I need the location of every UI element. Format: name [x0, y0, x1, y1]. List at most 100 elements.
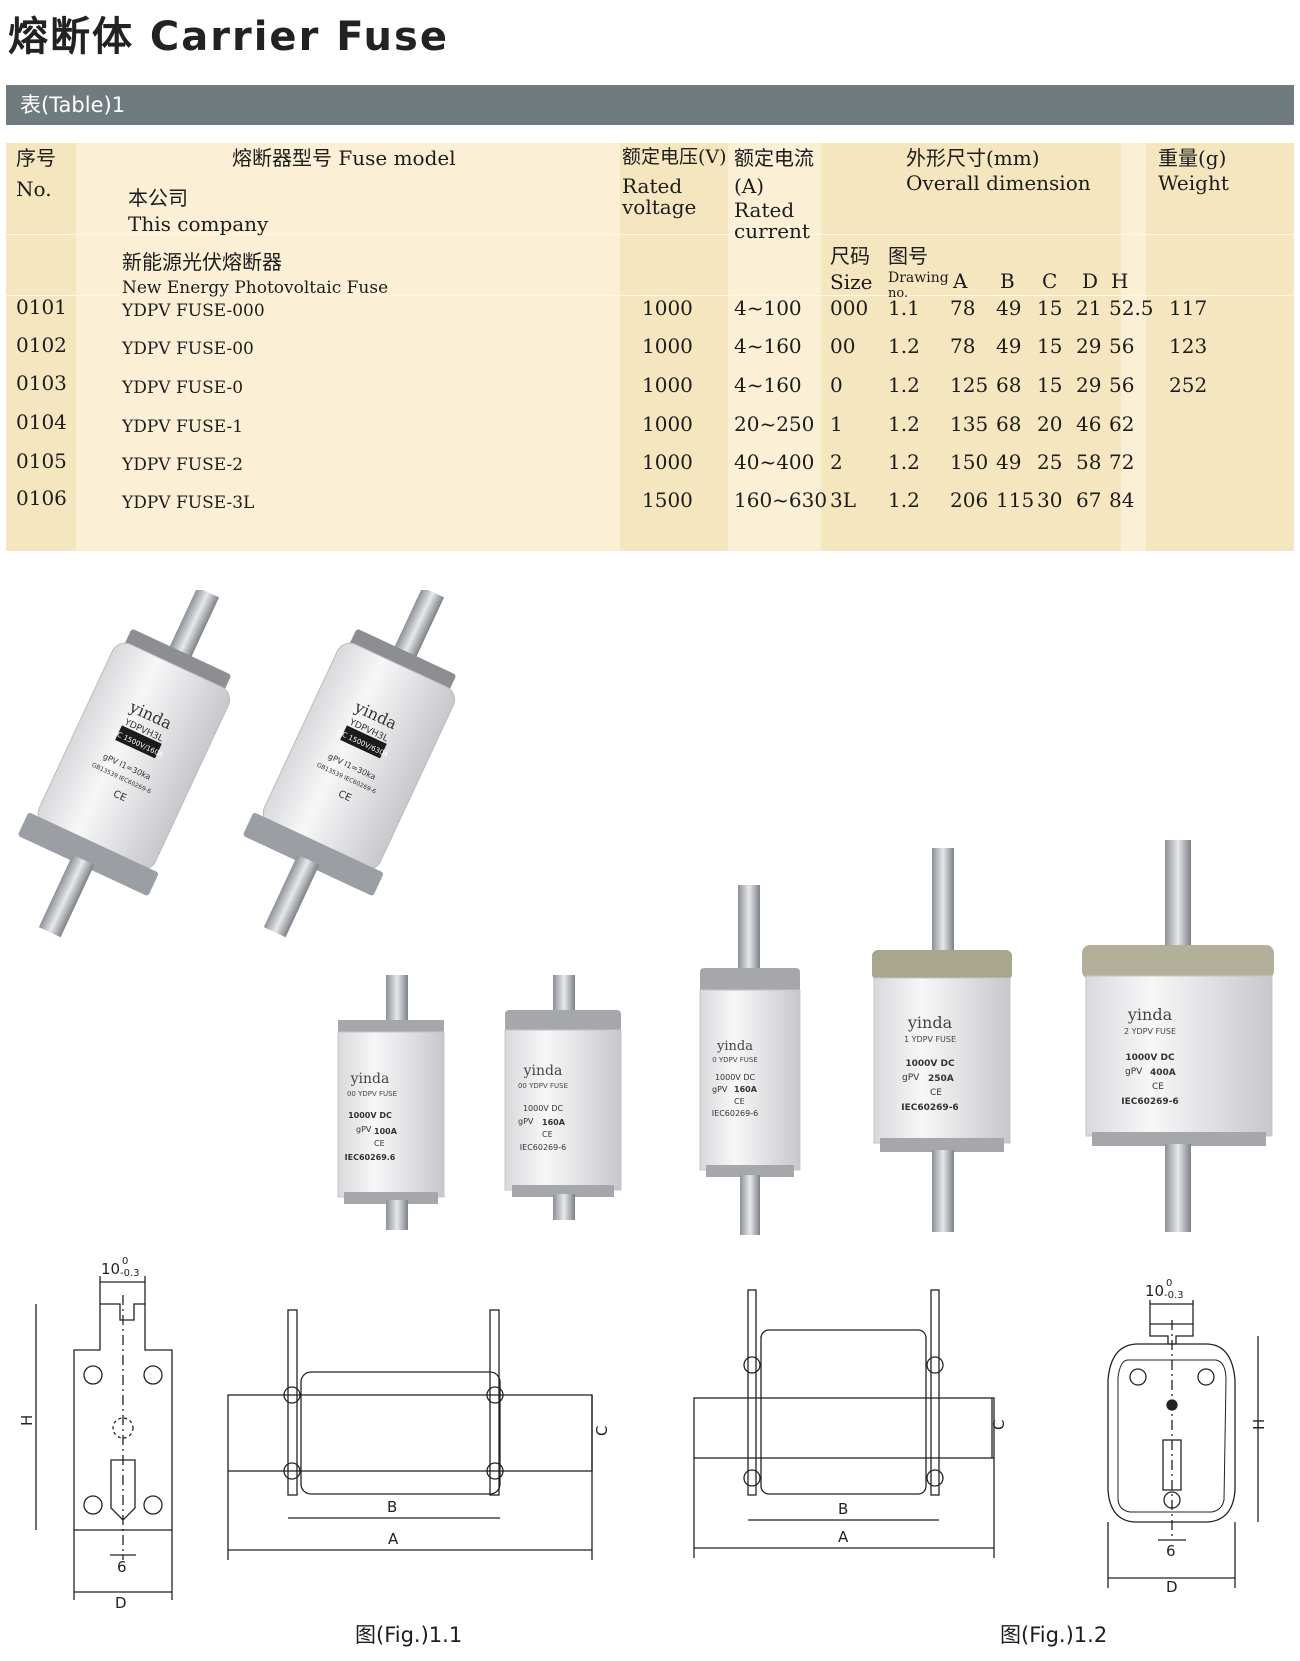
dim-tol-up: 0 [122, 1256, 128, 1267]
amp-text: 100A [374, 1127, 398, 1136]
dim-label-10: 10 [1145, 1282, 1164, 1300]
fuse-body [504, 1029, 622, 1191]
dim-label-d: D [115, 1594, 127, 1612]
fuse-blade-bottom [1165, 1144, 1191, 1232]
cell-b: 49 [996, 450, 1022, 474]
cell-voltage: 1000 [642, 296, 693, 320]
bolt-hole [743, 1356, 761, 1374]
cell-weight: 117 [1169, 296, 1208, 320]
header-company-en: This company [128, 212, 269, 236]
cell-current: 4~160 [734, 373, 802, 397]
fuse-plate-top [348, 629, 456, 694]
fuse-blade-top [392, 590, 445, 661]
voltage-text: 1000V DC [523, 1104, 564, 1113]
bolt-hole [743, 1469, 761, 1487]
large-fuse-photo-1: yinda YDPVH3L DC 1500V/160A gPV I1=30ka … [18, 590, 231, 938]
cell-a: 78 [950, 334, 976, 358]
cell-model: YDPV FUSE-3L [122, 493, 255, 513]
dim-label-h: H [1250, 1419, 1268, 1430]
cell-voltage: 1000 [642, 334, 693, 358]
ce-mark: CE [542, 1130, 553, 1139]
bolt-hole [1163, 1491, 1181, 1509]
amp-text: 250A [928, 1074, 954, 1084]
cell-d: 29 [1076, 334, 1102, 358]
fuse-cap-bottom [344, 1192, 438, 1204]
cell-voltage: 1500 [642, 488, 693, 512]
header-dim-en: Overall dimension [906, 171, 1091, 195]
brand-text: yinda [523, 1063, 563, 1079]
fuse-cap-top [872, 950, 1012, 980]
model-text: 00 YDPV FUSE [518, 1082, 568, 1090]
voltage-text: 1000V DC [715, 1073, 756, 1082]
bolt-hole [926, 1356, 944, 1374]
header-dim-b: B [1000, 269, 1015, 293]
header-current-en-1: Rated [734, 198, 795, 222]
fig-1-2-front-view: C B A [693, 1289, 1008, 1558]
fuse-cap-top [700, 968, 800, 994]
ce-mark: CE [374, 1139, 385, 1148]
cell-c: 20 [1037, 412, 1063, 436]
table-caption: 表(Table)1 [20, 93, 126, 117]
cell-size: 0 [830, 373, 843, 397]
header-weight-en: Weight [1158, 171, 1229, 195]
model-text: 2 YDPV FUSE [1124, 1027, 1176, 1036]
technical-drawings: 10 0 -0.3 H 6 D C B A [18, 1256, 1268, 1612]
header-subtype-cn: 新能源光伏熔断器 [122, 250, 282, 274]
fuse-cap-top [338, 1020, 444, 1034]
fuse-plate-bottom [243, 812, 384, 896]
voltage-text: 1000V DC [348, 1111, 392, 1120]
cell-no: 0101 [16, 295, 67, 319]
bolt-hole [143, 1495, 163, 1515]
fuse-blade-bottom [932, 1150, 954, 1232]
header-subtype-en: New Energy Photovoltaic Fuse [122, 278, 389, 298]
fuse-blade-bottom [38, 854, 95, 938]
bolt-hole [83, 1495, 103, 1515]
fig-1-2-side-view: 10 0 -0.3 H 6 D [1107, 1278, 1268, 1596]
cell-h: 56 [1109, 334, 1135, 358]
dim-label-c: C [593, 1426, 611, 1436]
cell-drawing: 1.2 [888, 488, 920, 512]
cell-a: 78 [950, 296, 976, 320]
row-divider [6, 234, 1294, 235]
cell-current: 4~100 [734, 296, 802, 320]
brand-text: yinda [350, 1071, 390, 1087]
cell-d: 58 [1076, 450, 1102, 474]
fuse-blade-bottom [740, 1175, 760, 1235]
cell-current: 4~160 [734, 334, 802, 358]
small-fuse-photo-5: yinda 2 YDPV FUSE 1000V DC gPV 400A CE I… [1082, 840, 1274, 1232]
blade-outline [227, 1394, 593, 1472]
header-dim-c: C [1042, 269, 1058, 293]
dim-tol-down: -0.3 [120, 1268, 140, 1279]
fuse-blade-top [738, 885, 760, 975]
body-outline [300, 1371, 501, 1495]
dim-label-6: 6 [117, 1558, 127, 1576]
amp-text: 160A [734, 1085, 758, 1094]
dim-label-d: D [1166, 1578, 1178, 1596]
fuse-body [337, 1031, 445, 1198]
fuse-blade-bottom [263, 854, 320, 938]
cell-current: 20~250 [734, 412, 815, 436]
fuse-body [1085, 975, 1273, 1137]
header-drawing-en-2: no. [888, 286, 909, 301]
cell-b: 49 [996, 296, 1022, 320]
bolt-hole [1197, 1368, 1215, 1386]
ce-mark: CE [336, 789, 353, 805]
standard-text: IEC60269-6 [712, 1109, 758, 1118]
dim-label-a: A [388, 1530, 399, 1548]
cell-b: 49 [996, 334, 1022, 358]
standard-text: IEC60269-6 [520, 1143, 566, 1152]
rating-label [340, 725, 387, 759]
cell-drawing: 1.2 [888, 373, 920, 397]
cell-no: 0106 [16, 486, 67, 510]
bolt-hole [486, 1386, 504, 1404]
cell-d: 21 [1076, 296, 1102, 320]
large-fuse-photo-2: yinda YDPVH3L DC 1500V/630A gPV I1=30ka … [243, 590, 456, 938]
header-voltage-cn: 额定电压(V) [622, 146, 727, 168]
fuse-blade-top [167, 590, 220, 661]
center-hole [112, 1417, 134, 1439]
cell-h: 84 [1109, 488, 1135, 512]
cell-c: 15 [1037, 296, 1063, 320]
small-fuse-photo-2: yinda 00 YDPV FUSE 1000V DC gPV 160A CE … [504, 975, 622, 1220]
gpv-text: gPV [902, 1073, 920, 1083]
cell-no: 0103 [16, 371, 67, 395]
